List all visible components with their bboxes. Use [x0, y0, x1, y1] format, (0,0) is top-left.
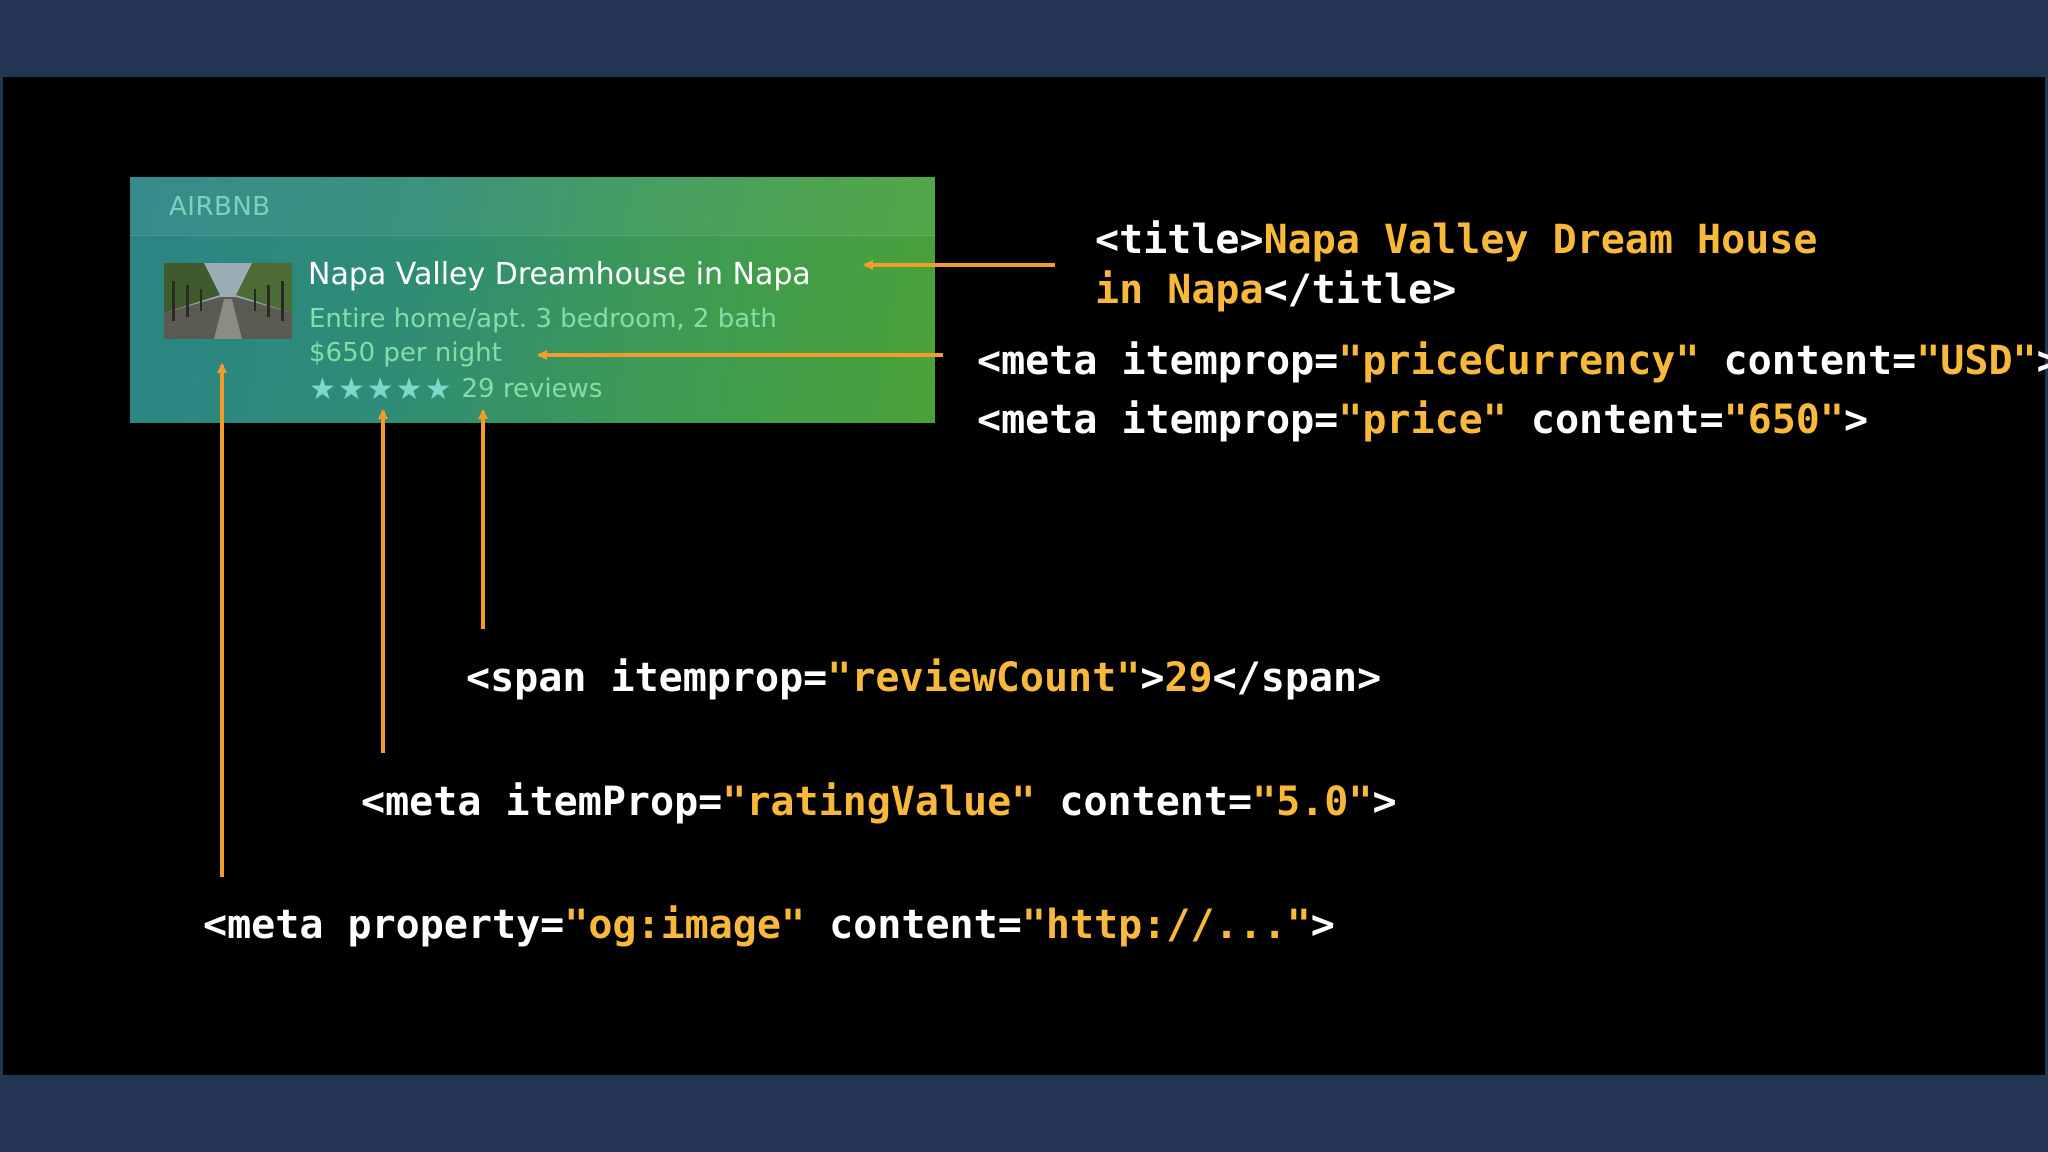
listing-details: Entire home/apt. 3 bedroom, 2 bath	[309, 304, 777, 334]
listing-thumbnail	[164, 263, 292, 339]
price-currency-annotation: <meta itemprop="priceCurrency" content="…	[977, 338, 2048, 384]
rating-value-annotation: <meta itemProp="ratingValue" content="5.…	[361, 779, 1397, 825]
brand-label: AIRBNB	[169, 192, 271, 222]
card-header: AIRBNB	[130, 177, 935, 236]
tree-alley-image	[164, 263, 292, 339]
price-annotation: <meta itemprop="price" content="650">	[977, 397, 1869, 443]
search-result-card[interactable]: AIRBNB Napa Valley Dreamhouse in Napa En…	[130, 177, 935, 423]
og-image-annotation: <meta property="og:image" content="http:…	[203, 902, 1335, 948]
slide: AIRBNB Napa Valley Dreamhouse in Napa En…	[3, 77, 2048, 1075]
title-tag-annotation: <title>Napa Valley Dream House in Napa</…	[1095, 217, 1818, 313]
listing-price: $650 per night	[309, 338, 502, 368]
star-rating-icon: ★★★★★	[309, 371, 454, 407]
review-count-annotation: <span itemprop="reviewCount">29</span>	[466, 655, 1382, 701]
review-count: 29 reviews	[461, 374, 603, 404]
listing-rating: ★★★★★ 29 reviews	[309, 371, 602, 407]
listing-title[interactable]: Napa Valley Dreamhouse in Napa	[308, 257, 811, 292]
